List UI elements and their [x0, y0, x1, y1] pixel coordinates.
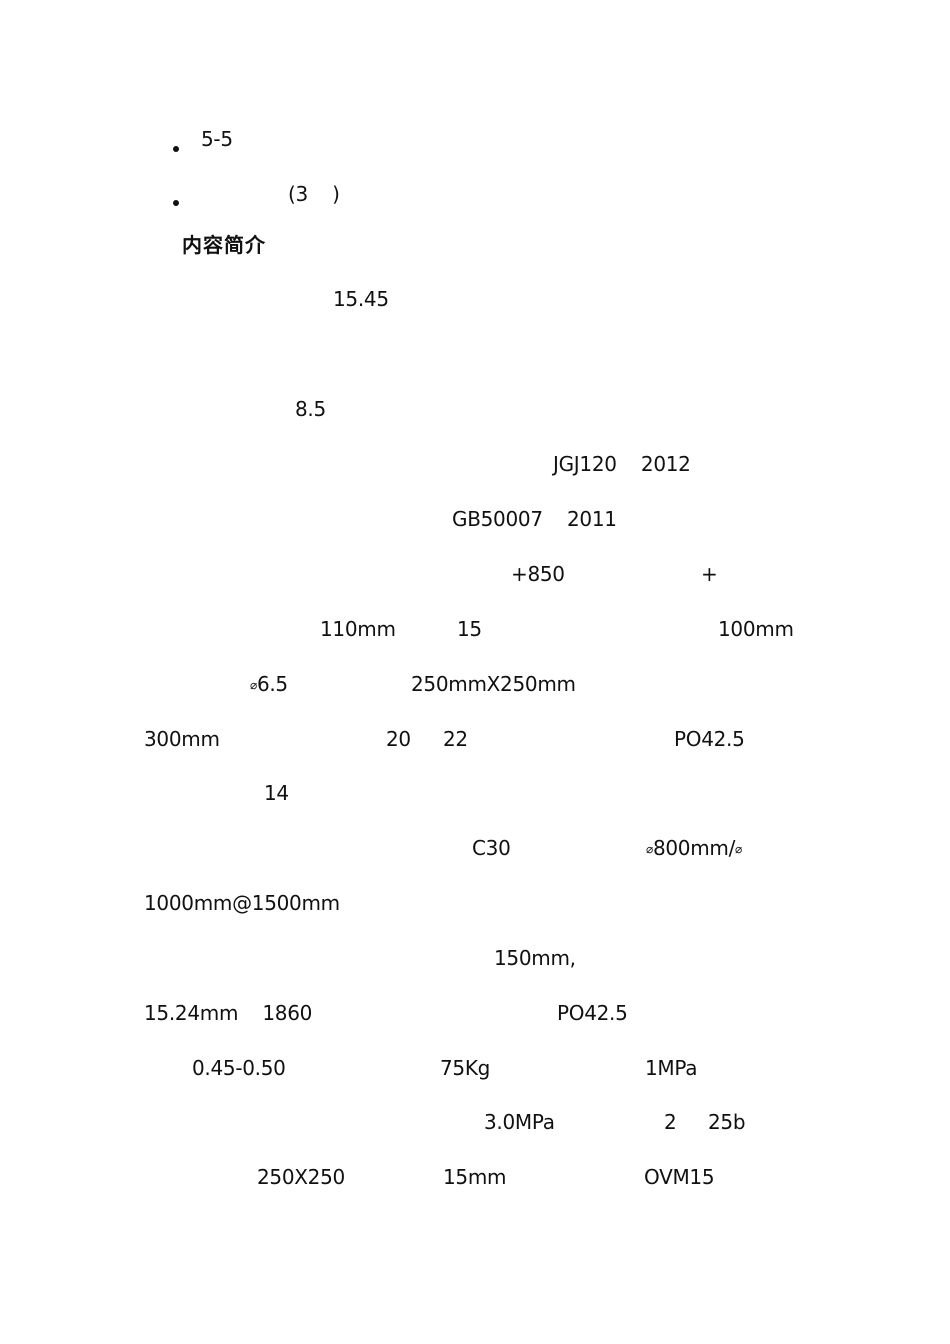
text-fragment: 1000mm@1500mm: [144, 891, 340, 915]
text-fragment: 2: [664, 1110, 677, 1134]
text-fragment: 250mmX250mm: [411, 672, 576, 696]
text-fragment: 150mm,: [494, 946, 576, 970]
text-fragment: 100mm: [718, 617, 794, 641]
text-fragment: 250X250: [257, 1165, 345, 1189]
text-fragment: 22: [443, 727, 468, 751]
text-fragment: ⌀800mm/⌀: [646, 836, 742, 861]
list-item-2: (3 ): [288, 182, 340, 206]
text-fragment: +: [701, 562, 718, 586]
list-item-1: 5-5: [201, 127, 233, 151]
text-value: 800mm/: [652, 836, 736, 860]
text-fragment: OVM15: [644, 1165, 715, 1189]
text-fragment: 3.0MPa: [484, 1110, 555, 1134]
diameter-icon: ⌀: [735, 842, 742, 856]
text-fragment: +850: [511, 562, 565, 586]
text-fragment: GB50007 2011: [452, 507, 617, 531]
text-fragment: 75Kg: [440, 1056, 491, 1080]
bullet-icon: [173, 146, 179, 152]
diameter-icon: ⌀: [646, 842, 653, 856]
text-fragment: PO42.5: [674, 727, 745, 751]
text-fragment: 15: [457, 617, 482, 641]
text-fragment: 0.45-0.50: [192, 1056, 286, 1080]
text-fragment: 1MPa: [645, 1056, 698, 1080]
text-fragment: 110mm: [320, 617, 396, 641]
text-fragment: 15.45: [333, 287, 389, 311]
text-fragment: 20: [386, 727, 411, 751]
text-value: 6.5: [256, 672, 288, 696]
bullet-icon: [173, 200, 179, 206]
text-fragment: JGJ120 2012: [553, 452, 691, 476]
text-fragment: 25b: [708, 1110, 746, 1134]
text-fragment: C30: [472, 836, 511, 860]
text-fragment: 14: [264, 781, 289, 805]
text-fragment: 15mm: [443, 1165, 507, 1189]
text-fragment: PO42.5: [557, 1001, 628, 1025]
text-fragment: 15.24mm 1860: [144, 1001, 313, 1025]
diameter-icon: ⌀: [250, 678, 257, 692]
section-heading: 内容简介: [182, 233, 266, 257]
text-fragment: ⌀6.5: [250, 672, 288, 697]
text-fragment: 8.5: [295, 397, 326, 421]
text-fragment: 300mm: [144, 727, 220, 751]
